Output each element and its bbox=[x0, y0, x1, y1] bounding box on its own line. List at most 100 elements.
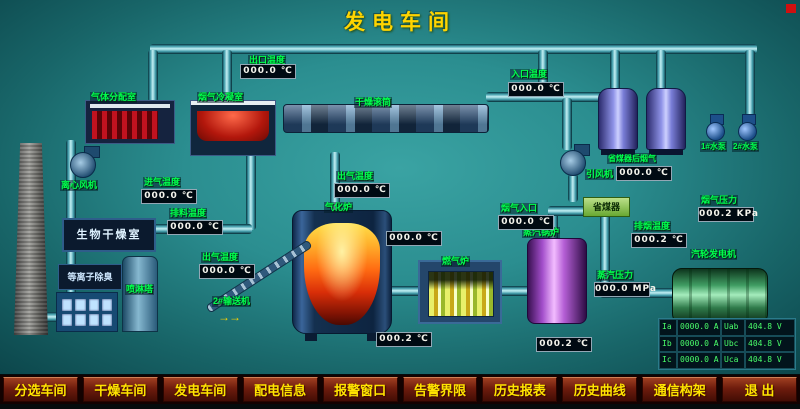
induced-fan-label: 引风机 bbox=[585, 169, 615, 180]
generator-readout-panel: Ia 0000.0 A Uab 404.8 V Ib 0000.0 A Ubc … bbox=[658, 318, 796, 370]
panel-cell: Ubc bbox=[721, 335, 745, 353]
economizer-outlet-label: 省煤器后烟气 bbox=[607, 153, 657, 164]
menu-exit[interactable]: 退 出 bbox=[722, 377, 798, 402]
status-led bbox=[786, 4, 796, 13]
turbine-generator-label: 汽轮发电机 bbox=[690, 249, 738, 260]
pump-volute bbox=[706, 122, 725, 141]
gasifier-label: 气化炉 bbox=[324, 202, 354, 213]
pipe-top-main bbox=[150, 44, 757, 54]
discharge-temp-display: 000.0 ℃ bbox=[167, 220, 223, 235]
panel-cell: Uab bbox=[721, 319, 745, 336]
drying-drum bbox=[283, 104, 489, 133]
condenser-liquid bbox=[197, 111, 269, 141]
pipe-drum-outlet bbox=[486, 92, 612, 102]
menu-distribution-info[interactable]: 配电信息 bbox=[242, 377, 318, 402]
water-pump-1 bbox=[702, 114, 728, 141]
gasifier-flame bbox=[304, 223, 380, 325]
boiler-bottom-display: 000.2 ℃ bbox=[536, 337, 592, 352]
fluegas-pressure-display: 000.2 KPa bbox=[698, 207, 758, 222]
panel-cell: Uca bbox=[721, 352, 745, 369]
outgas-temp-gasifier-label: 出气温度 bbox=[336, 171, 375, 182]
storage-tank-1 bbox=[598, 88, 638, 150]
process-mimic-area: 发电车间 气体分配室 bbox=[0, 0, 800, 374]
panel-cell: 404.8 V bbox=[745, 335, 795, 353]
fluegas-inlet-display: 000.0 ℃ bbox=[498, 215, 554, 230]
pipe-gasifier-furnace bbox=[388, 286, 422, 296]
pipe-pump-drop bbox=[745, 50, 755, 116]
pipe-furnace-boiler bbox=[498, 286, 531, 296]
steam-pressure-display: 000.0 MPa bbox=[594, 282, 656, 297]
gasifier bbox=[292, 210, 392, 341]
panel-cell: 404.8 V bbox=[745, 352, 795, 369]
chimney bbox=[14, 143, 48, 335]
fluegas-condenser bbox=[190, 100, 276, 156]
gas-furnace-temp-display: 000.0 ℃ bbox=[386, 231, 442, 246]
outgas-temp-gasifier-display: 000.0 ℃ bbox=[334, 183, 390, 198]
page-title: 发电车间 bbox=[344, 11, 456, 34]
pipe-tank2-riser bbox=[656, 50, 666, 92]
menu-alarm-limits[interactable]: 告警界限 bbox=[402, 377, 478, 402]
spray-tower-label: 喷淋塔 bbox=[125, 284, 155, 295]
exhaust-temp-label: 排烟温度 bbox=[633, 221, 672, 232]
turbine-generator bbox=[672, 268, 768, 324]
condenser-label: 烟气冷凝室 bbox=[197, 92, 245, 103]
pump-1-label: 1#水泵 bbox=[700, 141, 727, 152]
gas-furnace-label: 燃气炉 bbox=[441, 256, 471, 267]
pipe-gasdist-riser bbox=[148, 50, 158, 102]
menu-history-report[interactable]: 历史报表 bbox=[482, 377, 558, 402]
centrifugal-fan bbox=[68, 146, 102, 178]
menu-drying-workshop[interactable]: 干燥车间 bbox=[82, 377, 158, 402]
conveyor-label: 2#输送机 bbox=[212, 296, 252, 307]
panel-cell: Ia bbox=[659, 319, 677, 336]
tank-2-stand bbox=[649, 149, 683, 155]
menu-alarm-window[interactable]: 报警窗口 bbox=[322, 377, 398, 402]
panel-strip bbox=[90, 104, 170, 108]
drying-drum-label: 干燥滚筒 bbox=[354, 97, 393, 108]
steam-pressure-label: 蒸汽压力 bbox=[596, 270, 635, 281]
menu-comm-architecture[interactable]: 通信构架 bbox=[642, 377, 718, 402]
intake-temp-label: 进气温度 bbox=[143, 177, 182, 188]
panel-cell: 404.8 V bbox=[745, 319, 795, 336]
bottom-menu-bar: 分选车间 干燥车间 发电车间 配电信息 报警窗口 告警界限 历史报表 历史曲线 … bbox=[0, 375, 800, 404]
discharge-temp-label: 排料温度 bbox=[169, 208, 208, 219]
panel-cell: Ic bbox=[659, 352, 677, 369]
menu-history-curve[interactable]: 历史曲线 bbox=[562, 377, 638, 402]
panel-cell: 0000.0 A bbox=[677, 319, 721, 336]
centrifugal-fan-label: 离心风机 bbox=[60, 180, 99, 191]
inlet-temp-label: 入口温度 bbox=[510, 69, 549, 80]
pipe-condenser-riser bbox=[222, 50, 232, 104]
menu-power-workshop[interactable]: 发电车间 bbox=[162, 377, 238, 402]
pipe-fan-drop bbox=[562, 98, 572, 150]
steam-boiler bbox=[527, 238, 587, 324]
bio-drying-room: 生物干燥室 bbox=[62, 218, 156, 252]
pipe-boiler-economizer bbox=[548, 206, 612, 216]
gas-furnace-bottom-display: 000.2 ℃ bbox=[376, 332, 432, 347]
outgas-temp-left-label: 出气温度 bbox=[201, 252, 240, 263]
panel-cell: 0000.0 A bbox=[677, 352, 721, 369]
fan-scroll bbox=[70, 152, 96, 178]
outgas-temp-left-display: 000.0 ℃ bbox=[199, 264, 255, 279]
steam-boiler-label: 蒸汽锅炉 bbox=[522, 227, 561, 238]
panel-cell: Ib bbox=[659, 335, 677, 353]
economizer: 省煤器 bbox=[583, 197, 630, 217]
gasifier-leg bbox=[367, 333, 379, 341]
storage-tank-2 bbox=[646, 88, 686, 150]
gas-distribution-label: 气体分配室 bbox=[90, 92, 138, 103]
tank-1-stand bbox=[601, 149, 635, 155]
intake-temp-display: 000.0 ℃ bbox=[141, 189, 197, 204]
induced-draft-fan bbox=[558, 144, 592, 176]
pump-2-label: 2#水泵 bbox=[732, 141, 759, 152]
condenser-top bbox=[191, 101, 275, 105]
pipe-bio-drop bbox=[246, 132, 256, 230]
pipe-economizer-drop bbox=[600, 214, 610, 294]
exhaust-temp-display: 000.2 ℃ bbox=[631, 233, 687, 248]
inlet-temp-display: 000.0 ℃ bbox=[508, 82, 564, 97]
generator-rings bbox=[673, 269, 767, 323]
outlet-temp-display: 000.0 ℃ bbox=[240, 64, 296, 79]
fluegas-pressure-label: 烟气压力 bbox=[700, 195, 739, 206]
pump-volute bbox=[738, 122, 757, 141]
menu-sorting-workshop[interactable]: 分选车间 bbox=[3, 377, 78, 402]
gasifier-leg bbox=[305, 333, 317, 341]
pipe-inducedfan-drop bbox=[568, 174, 578, 202]
